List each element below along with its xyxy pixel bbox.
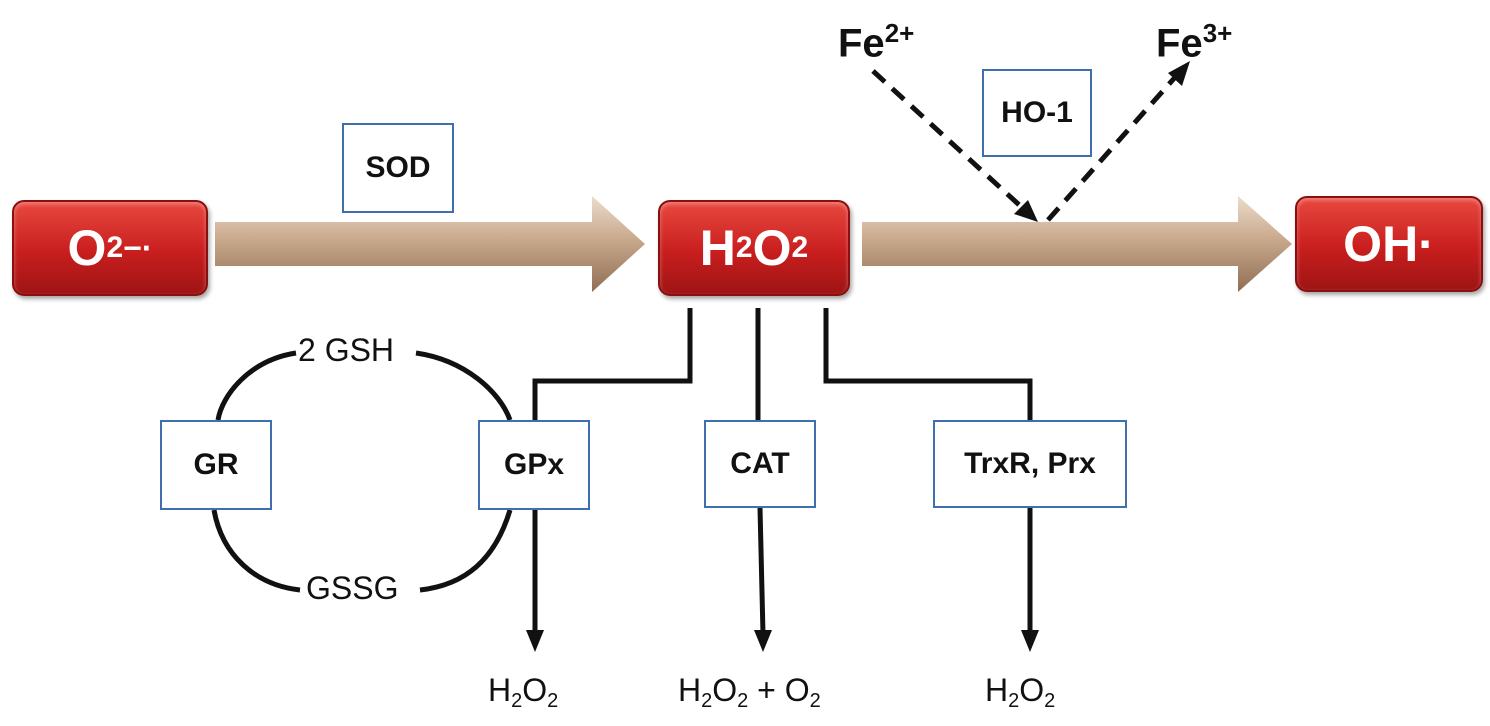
fe2-dashed-arrow [871,69,1030,215]
fe2-base: Fe [838,21,885,66]
gpx-product-h: H [488,672,512,708]
cat-product-o2: O [784,672,810,708]
hydroxyl-box: OH· [1295,196,1483,292]
fe3-arrowhead [1168,61,1190,86]
gpx-enzyme-box: GPx [478,420,590,510]
ho1-enzyme-box: HO-1 [982,69,1092,157]
gssg-label: GSSG [306,570,399,606]
fe2-arrowhead [1014,200,1038,222]
gpx-product-h-sub: 2 [511,690,523,712]
cat-product-h-sub: 2 [701,690,713,712]
hydroxyl-text: OH· [1343,216,1435,272]
cat-product-h: H [678,672,702,708]
superoxide-main: O [67,220,107,276]
gpx-product-label: H2O2 [488,672,558,713]
fe2-sup: 2+ [884,18,915,48]
cat-product-o-sub: 2 [737,690,749,712]
trx-product-o-sub: 2 [1044,690,1056,712]
sod-reaction-arrow [215,196,645,292]
gpx-branch-line [532,308,693,420]
gr-enzyme-box: GR [160,420,272,510]
fe3-dashed-arrow [1046,72,1180,222]
cat-product-o: O [712,672,738,708]
gpx-label: GPx [503,448,565,481]
gpx-product-o-sub: 2 [547,690,559,712]
superoxide-sup: −· [123,229,153,266]
gpx-product-o: O [522,672,548,708]
gpx-product-arrowhead [526,630,544,652]
gsh-cycle-bottom-right-arc [419,509,513,593]
fenton-reaction-arrow [862,196,1292,292]
fe3-sup: 3+ [1202,18,1233,48]
sod-label: SOD [365,151,431,184]
trx-product-h: H [985,672,1009,708]
cat-product-arrowhead [754,630,772,652]
cat-product-o2-sub: 2 [809,690,821,712]
peroxide-o: O [752,220,792,276]
trx-product-h-sub: 2 [1008,690,1020,712]
trx-product-arrowhead [1021,630,1039,652]
peroxide-h-sub: 2 [735,231,753,264]
trx-enzyme-box: TrxR, Prx [933,420,1127,508]
sod-enzyme-box: SOD [342,123,454,213]
trx-label: TrxR, Prx [964,447,1096,480]
cat-product-label: H2O2 + O2 [678,672,821,713]
fe3-label: Fe3+ [1156,18,1232,66]
trx-branch-line [823,308,1033,420]
superoxide-sub: 2 [106,231,124,264]
gsh-cycle-top-right-arc [415,350,513,421]
trx-product-label: H2O2 [985,672,1055,713]
fe2-label: Fe2+ [838,18,914,66]
ho1-label: HO-1 [1001,96,1073,129]
peroxide-h: H [699,220,736,276]
fe3-base: Fe [1156,21,1203,66]
cat-product-plus: + [748,672,785,708]
trx-product-o: O [1019,672,1045,708]
peroxide-o-sub: 2 [791,231,809,264]
gsh-cycle-bottom-left-arc [211,509,301,593]
gsh-cycle-top-left-arc [215,350,297,421]
gsh-label: 2 GSH [298,332,395,368]
cat-product-arrow [757,507,766,635]
cat-label: CAT [730,447,790,480]
gr-label: GR [193,448,239,481]
cat-enzyme-box: CAT [704,420,816,508]
